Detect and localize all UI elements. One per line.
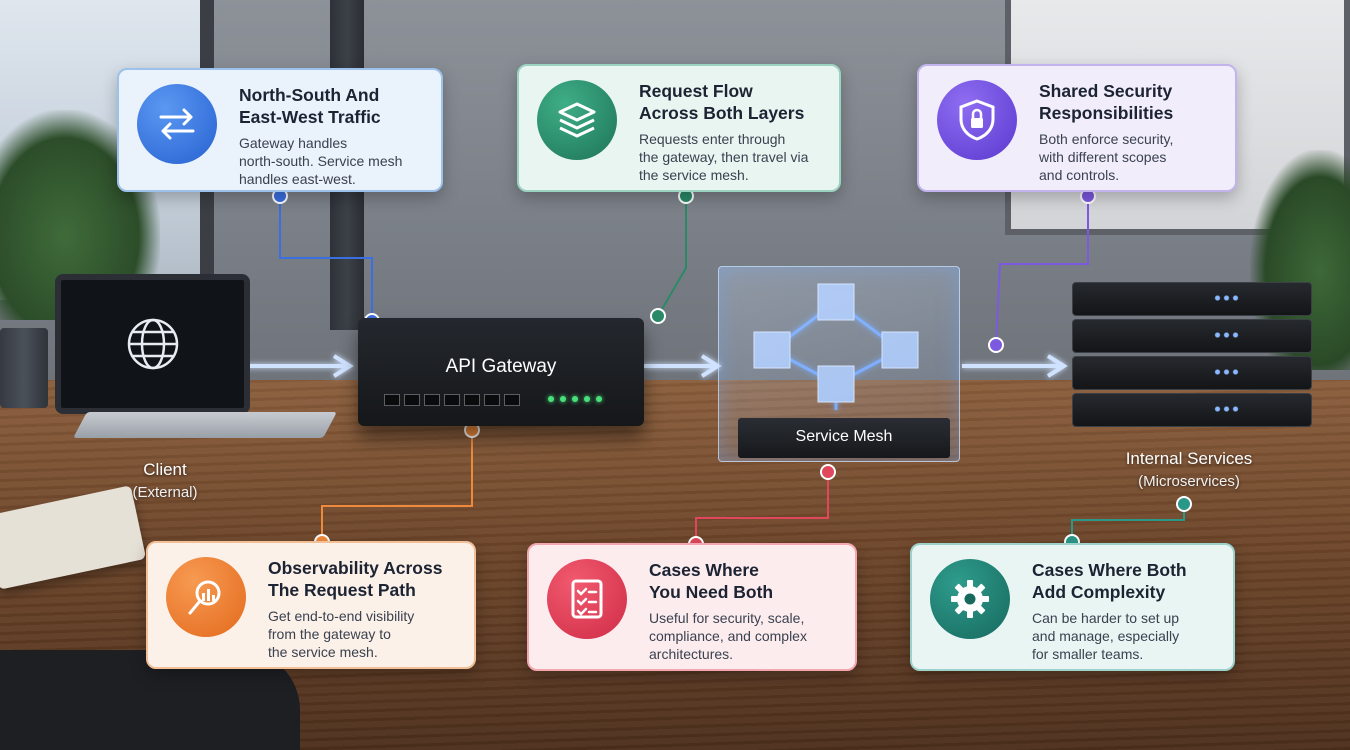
card-observability-desc-3: the service mesh. — [268, 644, 378, 660]
server-unit — [1072, 393, 1312, 427]
connector-observability — [321, 430, 473, 542]
server-stack — [1072, 282, 1312, 430]
card-traffic-title-2: East-West Traffic — [239, 107, 381, 127]
client-name: Client — [143, 460, 187, 479]
card-traffic-title-1: North-South And — [239, 85, 380, 105]
mesh-nodes — [753, 283, 919, 410]
connector-security — [995, 196, 1089, 345]
layers-icon — [537, 80, 617, 160]
connector-traffic — [279, 196, 373, 320]
connector-need-both — [695, 472, 829, 544]
service-mesh-label: Service Mesh — [795, 428, 893, 445]
mesh-node-bottom — [817, 365, 855, 403]
card-security-desc-2: with different scopes — [1039, 149, 1167, 165]
card-security-title-1: Shared Security — [1039, 81, 1173, 101]
laptop-keyboard — [73, 412, 337, 438]
gateway-leds — [548, 396, 602, 402]
card-flow-title-2: Across Both Layers — [639, 103, 805, 123]
card-observability-desc-2: from the gateway to — [268, 626, 391, 642]
connector-complexity — [1071, 504, 1185, 542]
card-need-both-desc-3: architectures. — [649, 646, 734, 662]
card-need-both-title-2: You Need Both — [649, 582, 774, 602]
card-complexity-desc-3: for smaller teams. — [1032, 646, 1144, 662]
services-sub: (Microservices) — [1138, 473, 1240, 490]
connector-flow — [657, 196, 687, 317]
card-complexity-title-2: Add Complexity — [1032, 582, 1166, 602]
mesh-node-right — [881, 331, 919, 369]
globe-icon — [127, 318, 178, 370]
card-complexity-desc-2: and manage, especially — [1032, 628, 1180, 644]
card-flow-desc-2: the gateway, then travel via — [639, 149, 809, 165]
card-flow-title-1: Request Flow — [639, 81, 753, 101]
card-need-both-desc-2: compliance, and complex — [649, 628, 807, 644]
server-unit — [1072, 319, 1312, 353]
magnifier-chart-icon — [166, 557, 246, 637]
gear-icon — [930, 559, 1010, 639]
card-complexity-desc-1: Can be harder to set up — [1032, 610, 1180, 626]
client-laptop — [55, 274, 250, 414]
card-traffic-desc-3: handles east-west. — [239, 171, 356, 187]
api-gateway-device: API Gateway — [358, 318, 644, 426]
services-caption: Internal Services (Microservices) — [1100, 449, 1278, 490]
card-security-title-2: Responsibilities — [1039, 103, 1174, 123]
server-unit — [1072, 356, 1312, 390]
flow-arrowhead-3 — [1046, 354, 1068, 378]
card-flow-desc-3: the service mesh. — [639, 167, 749, 183]
card-need-both-desc-1: Useful for security, scale, — [649, 610, 805, 626]
arrows-swap-icon — [137, 84, 217, 164]
pen-mug — [0, 328, 48, 408]
card-observability-title-2: The Request Path — [268, 580, 416, 600]
checklist-icon — [547, 559, 627, 639]
client-sub: (External) — [132, 484, 198, 501]
card-observability-desc-1: Get end-to-end visibility — [268, 608, 415, 624]
dot-flow-bottom — [650, 308, 666, 324]
card-traffic-desc-2: north-south. Service mesh — [239, 153, 403, 169]
service-mesh-base — [738, 418, 950, 458]
card-security-desc-3: and controls. — [1039, 167, 1120, 183]
card-observability-title-1: Observability Across — [268, 558, 443, 578]
card-complexity-title-1: Cases Where Both — [1032, 560, 1187, 580]
gateway-ports — [384, 394, 520, 406]
dot-need-both-top — [820, 464, 836, 480]
card-traffic-desc-1: Gateway handles — [239, 135, 348, 151]
dot-security-bottom — [988, 337, 1004, 353]
shield-lock-icon — [937, 80, 1017, 160]
server-unit — [1072, 282, 1312, 316]
services-name: Internal Services — [1125, 449, 1253, 468]
client-caption: Client (External) — [95, 460, 235, 501]
api-gateway-label: API Gateway — [445, 356, 557, 377]
card-flow-desc-1: Requests enter through — [639, 131, 786, 147]
card-security-desc-1: Both enforce security, — [1039, 131, 1174, 147]
flow-arrowhead-1 — [332, 354, 354, 378]
card-need-both-title-1: Cases Where — [649, 560, 759, 580]
mesh-node-left — [753, 331, 791, 369]
dot-complexity-top — [1176, 496, 1192, 512]
mesh-node-top — [817, 283, 855, 321]
